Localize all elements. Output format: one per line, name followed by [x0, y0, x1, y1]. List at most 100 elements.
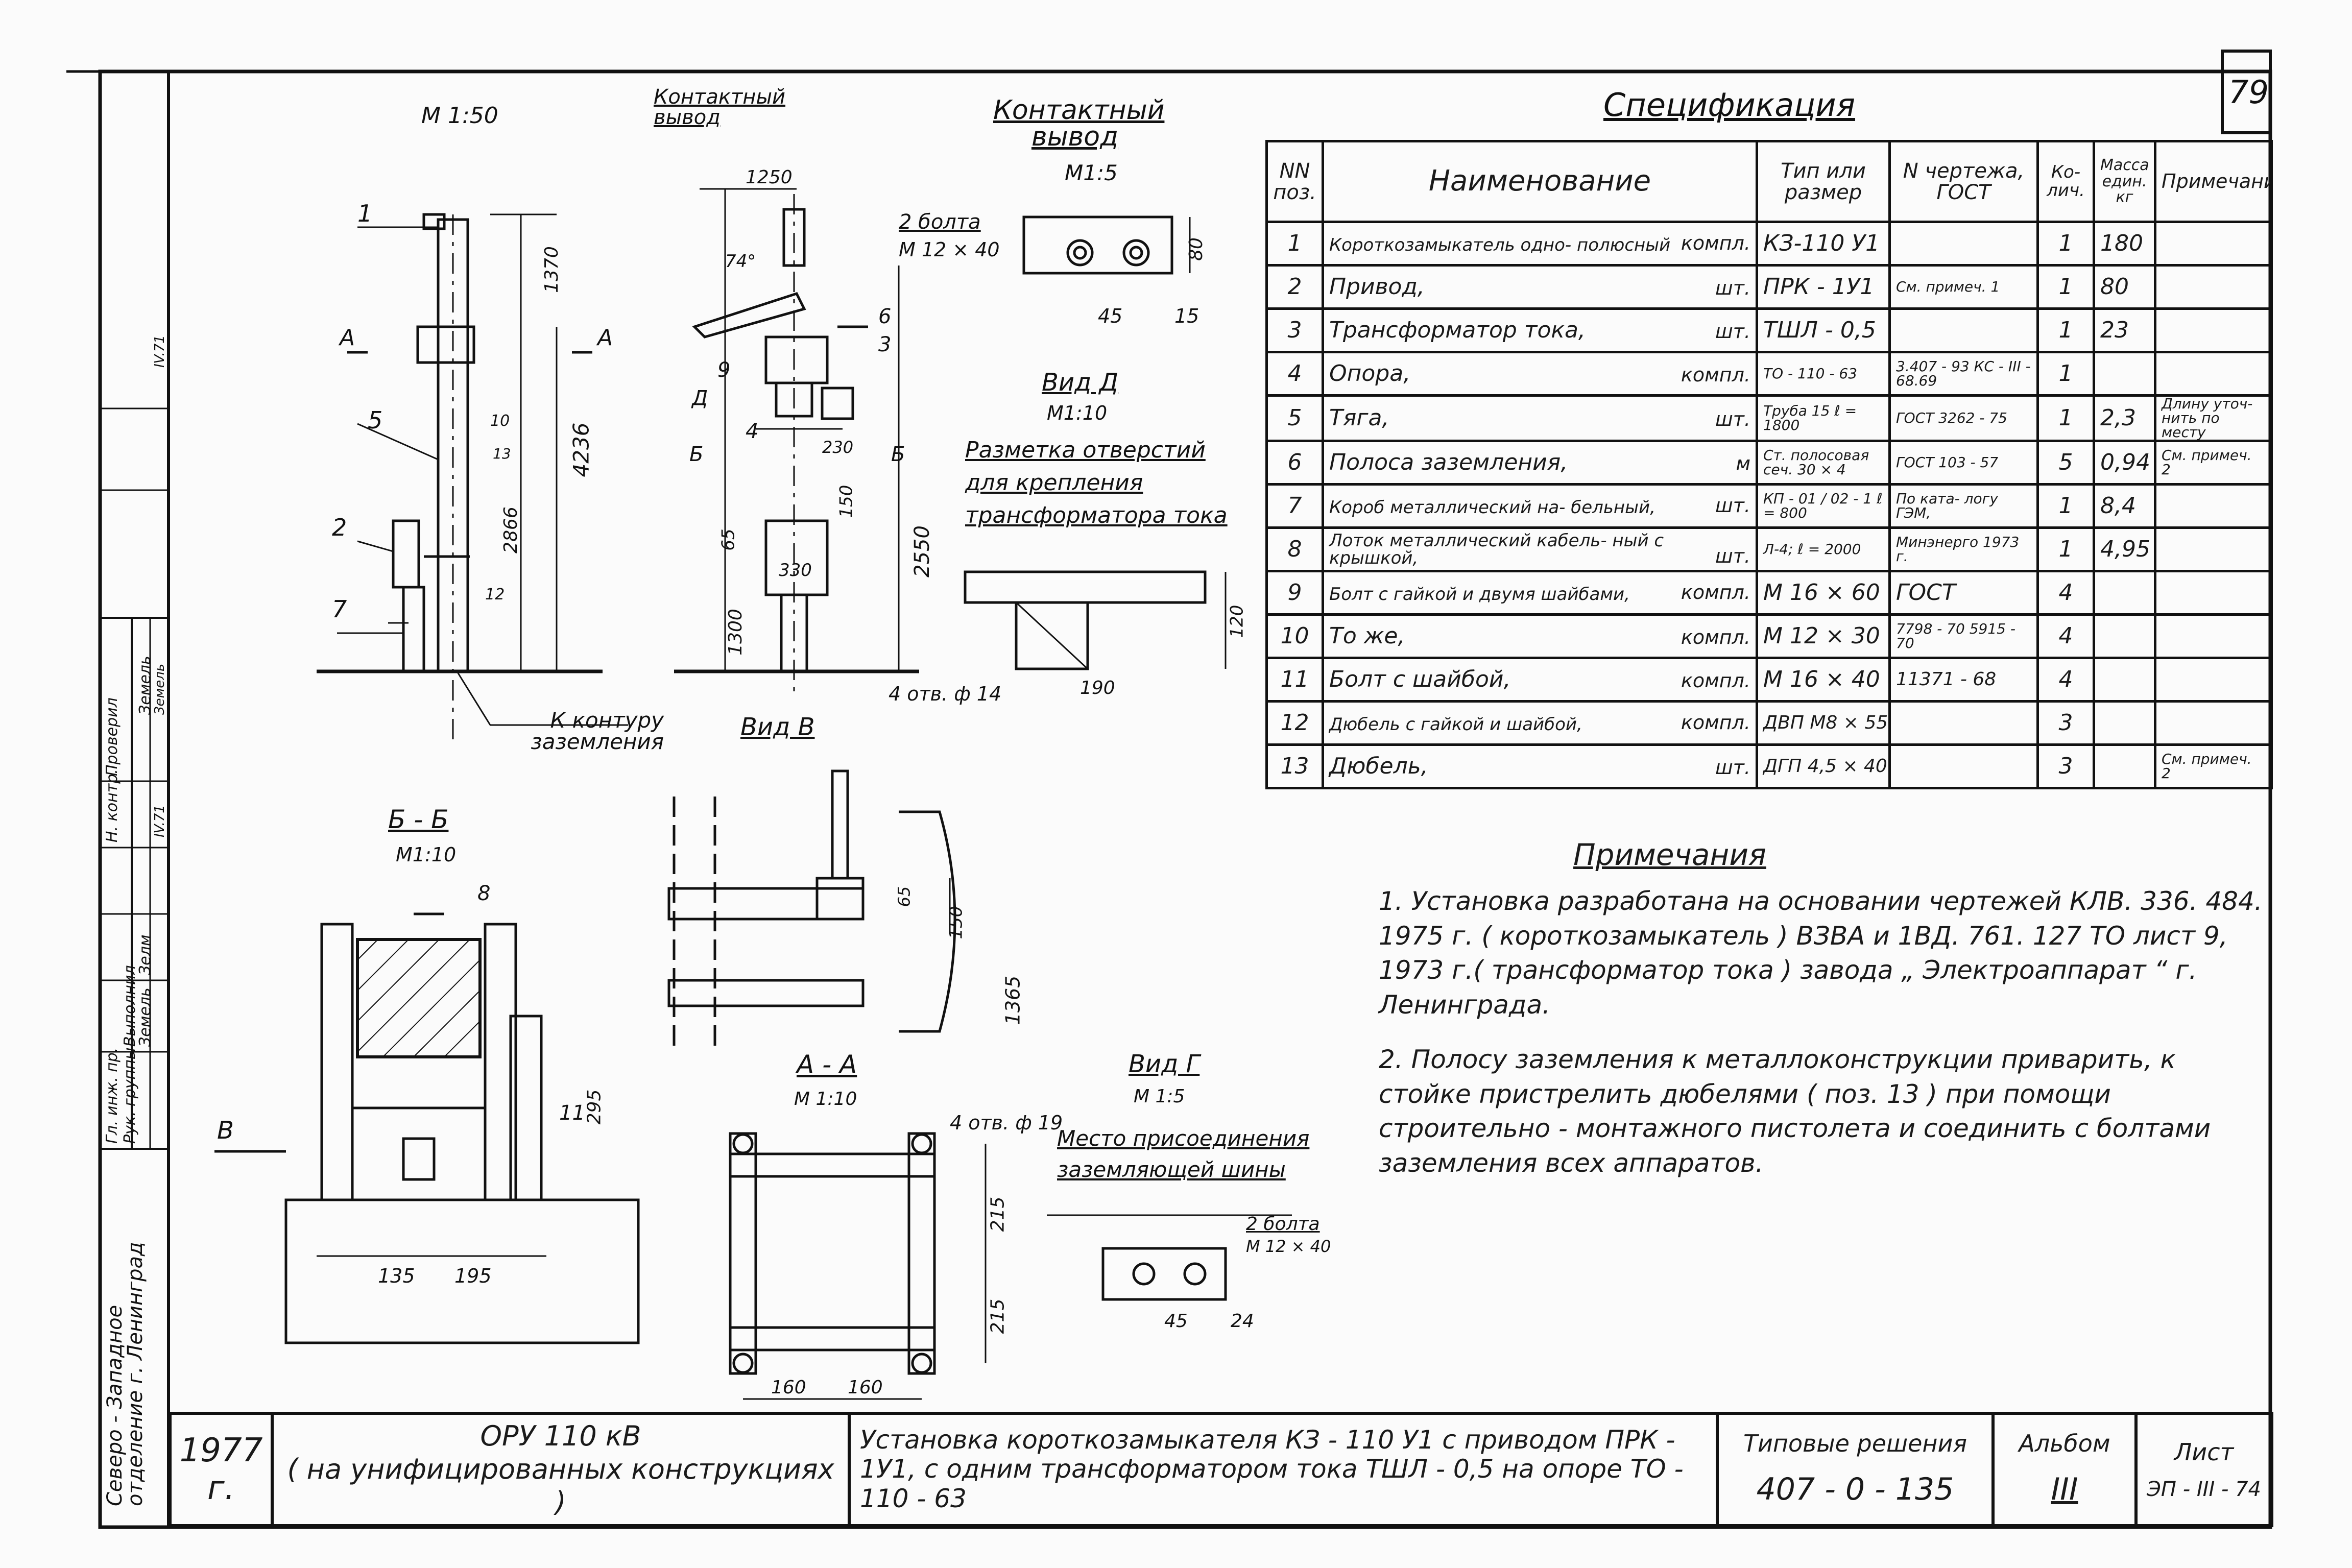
- spec-cell-note: [2154, 221, 2273, 267]
- spec-cell-pos: 2: [1265, 264, 1324, 310]
- spec-item-unit: шт.: [1715, 494, 1750, 517]
- spec-header-gost: N чертежа, ГОСТ: [1888, 140, 2039, 223]
- spec-cell-note: [2154, 351, 2273, 397]
- spec-cell-mass: 8,4: [2093, 483, 2156, 529]
- contact-detail-title: Контактный вывод: [993, 95, 1165, 152]
- section-bb-scale: М1:10: [396, 843, 457, 866]
- title-block-typical: Типовые решения 407 - 0 - 135: [1716, 1412, 1995, 1527]
- view-d-caption: Разметка отверстий для крепления трансфо…: [965, 437, 1228, 528]
- dim-label: 80: [1185, 237, 1207, 261]
- apparatus-elevation: [674, 188, 919, 694]
- spec-cell-name: Тяга,шт.: [1322, 394, 1758, 442]
- dim-label: 160: [771, 1377, 806, 1398]
- dim-label: 195: [454, 1265, 492, 1287]
- spec-cell-type: ДГП 4,5 × 40: [1756, 743, 1891, 789]
- spec-cell-type: Л-4; ℓ = 2000: [1756, 526, 1891, 572]
- note-item: 2. Полосу заземления к металлоконструкци…: [1379, 1045, 2211, 1178]
- spec-cell-pos: 7: [1265, 483, 1324, 529]
- section-aa-holes: 4 отв. ф 19: [950, 1112, 1063, 1134]
- spec-cell-mass: 0,94: [2093, 440, 2156, 486]
- spec-cell-mass: 2,3: [2093, 394, 2156, 442]
- main-elevation: [317, 213, 628, 745]
- view-g-bolts: 2 болта: [1246, 1214, 1320, 1235]
- dim-label: 230: [822, 438, 854, 457]
- spec-cell-mass: 180: [2093, 221, 2156, 267]
- view-d-title: Вид Д: [1042, 368, 1119, 397]
- spec-cell-type: М 16 × 60: [1756, 570, 1891, 616]
- callout-marker: 12: [485, 586, 505, 604]
- side-stamp-date: IV.71: [152, 805, 167, 837]
- spec-item-name: То же,: [1329, 622, 1405, 649]
- side-stamp-org: Северо - Западное отделение г. Ленинград: [103, 1242, 147, 1506]
- spec-cell-gost: См. примеч. 1: [1888, 264, 2039, 310]
- spec-cell-type: ТШЛ - 0,5: [1756, 307, 1891, 353]
- dim-label: 215: [987, 1298, 1009, 1334]
- spec-item-name: Болт с шайбой,: [1329, 666, 1511, 692]
- spec-cell-pos: 12: [1265, 700, 1324, 746]
- spec-item-unit: компл.: [1681, 581, 1750, 604]
- spec-cell-gost: 7798 - 70 5915 - 70: [1888, 613, 2039, 659]
- dim-label: 150: [836, 485, 857, 518]
- spec-cell-pos: 4: [1265, 351, 1324, 397]
- spec-cell-qty: 1: [2036, 526, 2095, 572]
- spec-cell-pos: 5: [1265, 394, 1324, 442]
- spec-cell-note: [2154, 570, 2273, 616]
- spec-cell-gost: [1888, 700, 2039, 746]
- title-block: 1977 г. ОРУ 110 кВ ( на унифицированных …: [169, 1412, 2273, 1527]
- spec-header-name: Наименование: [1322, 140, 1758, 223]
- spec-item-name: Короб металлический на- бельный,: [1329, 497, 1655, 518]
- spec-item-unit: шт.: [1715, 277, 1750, 300]
- callout-marker: 5: [368, 406, 383, 434]
- spec-item-unit: шт.: [1715, 320, 1750, 343]
- spec-cell-gost: Минэнерго 1973 г.: [1888, 526, 2039, 572]
- spec-cell-qty: 5: [2036, 440, 2095, 486]
- spec-cell-gost: ГОСТ: [1888, 570, 2039, 616]
- section-mark-b-right: Б: [891, 443, 905, 466]
- spec-cell-type: М 16 × 40: [1756, 657, 1891, 703]
- spec-header-pos: NN поз.: [1265, 140, 1324, 223]
- callout-marker: 8: [477, 882, 491, 905]
- dim-label: 1300: [725, 609, 746, 656]
- dim-label: 330: [779, 560, 812, 581]
- dim-label: 1370: [541, 246, 562, 293]
- callout-marker: 7: [332, 595, 347, 623]
- spec-cell-name: Дюбель,шт.: [1322, 743, 1758, 789]
- spec-cell-qty: 1: [2036, 351, 2095, 397]
- dim-label: 65: [894, 886, 914, 907]
- main-scale-label: М 1:50: [421, 103, 498, 129]
- spec-cell-qty: 3: [2036, 700, 2095, 746]
- spec-cell-note: См. примеч. 2: [2154, 440, 2273, 486]
- view-d-holes: 4 отв. ф 14: [889, 683, 1002, 705]
- ground-label: К контуру заземления: [531, 708, 664, 754]
- side-stamp-role: Гл. инж. пр.: [103, 1047, 121, 1144]
- note-item: 1. Установка разработана на основании че…: [1379, 886, 2263, 1020]
- callout-marker: 10: [490, 412, 510, 430]
- spec-cell-type: ПРК - 1У1: [1756, 264, 1891, 310]
- spec-item-name: Привод,: [1329, 273, 1425, 300]
- spec-cell-type: М 12 × 30: [1756, 613, 1891, 659]
- dim-label: 4236: [568, 422, 594, 477]
- title-block-project-line1: ОРУ 110 кВ: [480, 1419, 641, 1452]
- dim-label: 120: [1227, 605, 1247, 638]
- dim-label: 45: [1164, 1311, 1188, 1332]
- side-stamp-role: Выполнил: [121, 965, 139, 1047]
- spec-cell-pos: 11: [1265, 657, 1324, 703]
- spec-cell-name: Болт с шайбой,компл.: [1322, 657, 1758, 703]
- dim-label: 2866: [500, 506, 521, 553]
- spec-cell-type: ТО - 110 - 63: [1756, 351, 1891, 397]
- view-mark-d: Д: [692, 387, 708, 410]
- spec-cell-name: Полоса заземления,м: [1322, 440, 1758, 486]
- spec-item-name: Трансформатор тока,: [1329, 317, 1586, 343]
- spec-cell-mass: 4,95: [2093, 526, 2156, 572]
- title-block-album-value: III: [2051, 1471, 2078, 1508]
- spec-cell-pos: 9: [1265, 570, 1324, 616]
- spec-cell-note: [2154, 526, 2273, 572]
- spec-cell-name: Трансформатор тока, шт.: [1322, 307, 1758, 353]
